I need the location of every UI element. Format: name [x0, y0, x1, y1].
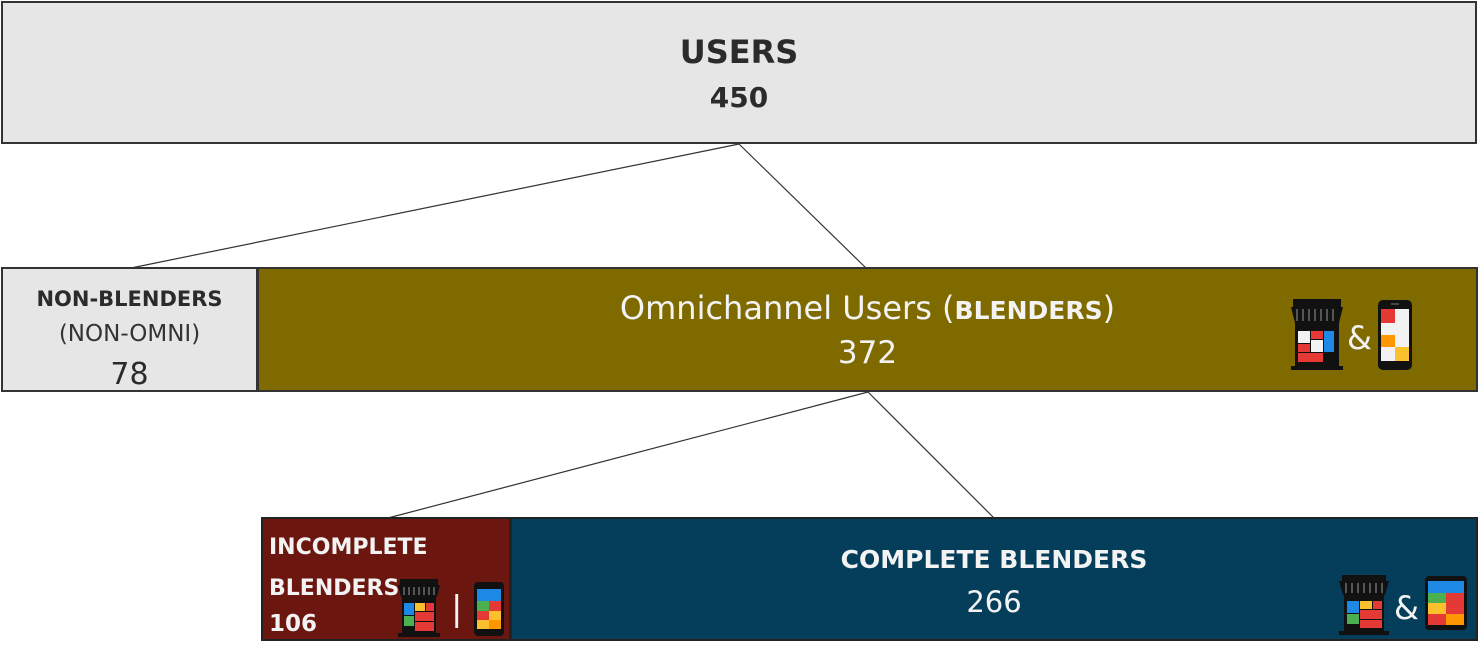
omnichannel-title-main: Omnichannel Users (: [619, 289, 955, 327]
ampersand-glyph: &: [1347, 319, 1372, 357]
ampersand-glyph: &: [1394, 589, 1419, 627]
omnichannel-title: Omnichannel Users (BLENDERS): [259, 289, 1476, 327]
smartphone-icon: [474, 582, 504, 636]
non-blenders-node: NON-BLENDERS (NON-OMNI) 78: [1, 267, 258, 392]
store-icon: [1291, 299, 1343, 370]
non-blenders-subtitle: (NON-OMNI): [58, 321, 201, 347]
incomplete-blenders-count: 106: [269, 611, 318, 637]
omnichannel-title-end: ): [1102, 289, 1116, 327]
omnichannel-title-tag: BLENDERS: [954, 296, 1103, 325]
incomplete-blenders-title-line1: INCOMPLETE: [269, 535, 428, 560]
users-count: 450: [709, 81, 769, 114]
tablet-icon: [1425, 576, 1467, 630]
complete-blenders-count: 266: [966, 585, 1022, 619]
non-blenders-title: NON-BLENDERS: [36, 287, 223, 311]
users-node: USERS 450: [1, 1, 1477, 144]
connector-omni-to-incomplete: [387, 391, 869, 519]
non-blenders-count: 78: [110, 357, 149, 392]
connector-omni-to-complete: [867, 391, 995, 519]
omnichannel-node: Omnichannel Users (BLENDERS) 372 &: [257, 267, 1478, 392]
connector-users-to-nonblenders: [130, 143, 740, 269]
omnichannel-count: 372: [837, 335, 898, 371]
users-title: USERS: [679, 33, 799, 71]
incomplete-blenders-node: INCOMPLETE BLENDERS 106 |: [261, 517, 511, 641]
incomplete-blenders-title-line2: BLENDERS: [269, 576, 400, 601]
complete-blenders-node: COMPLETE BLENDERS 266 &: [510, 517, 1478, 641]
connector-users-to-omni: [738, 143, 867, 269]
store-icon: [398, 579, 440, 637]
complete-blenders-title: COMPLETE BLENDERS: [840, 545, 1148, 574]
separator-glyph: |: [451, 589, 463, 629]
smartphone-icon: [1378, 300, 1412, 370]
store-icon: [1339, 575, 1389, 635]
